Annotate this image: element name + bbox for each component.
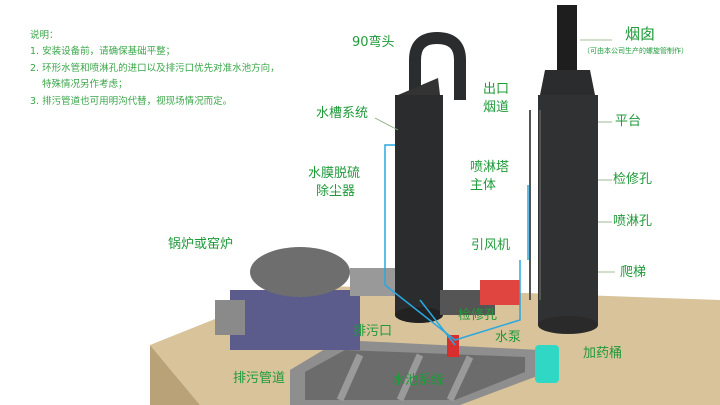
label-chimney-note: （可由本公司生产的螺旋管制作） — [583, 47, 688, 55]
note-item: 3. 排污管道也可用明沟代替，视现场情况而定。 — [30, 96, 233, 107]
spray-tower — [529, 5, 598, 334]
label-drain-outlet: 排污口 — [353, 324, 393, 339]
label-elbow: 90弯头 — [352, 35, 395, 50]
label-outlet-flue-2: 烟道 — [483, 100, 510, 115]
label-scrubber-1: 水膜脱硫 — [308, 166, 361, 181]
boiler — [215, 247, 405, 350]
ground-side — [150, 345, 200, 405]
note-item: 特殊情况另作考虑； — [42, 79, 128, 90]
pool-system — [290, 340, 540, 405]
notes-title: 说明： — [30, 30, 59, 41]
label-scrubber-2: 除尘器 — [316, 184, 356, 199]
note-item: 2. 环形水管和喷淋孔的进口以及排污口优先对准水池方向， — [30, 63, 280, 74]
label-outlet-flue-1: 出口 — [483, 82, 510, 97]
label-drain-pipe: 排污管道 — [233, 371, 286, 386]
label-spray-hole: 喷淋孔 — [613, 214, 653, 229]
label-pump: 水泵 — [495, 330, 522, 345]
label-ladder: 爬梯 — [620, 265, 647, 280]
dosing-tank — [535, 345, 559, 383]
label-fan: 引风机 — [471, 238, 511, 253]
label-boiler: 锅炉或窑炉 — [168, 237, 234, 252]
label-pool-system: 水池系统 — [392, 373, 445, 388]
label-inspection-hole: 检修孔 — [613, 172, 653, 187]
leader-lines — [374, 39, 615, 273]
label-platform: 平台 — [615, 114, 642, 129]
label-spray-tower-1: 喷淋塔 — [470, 160, 510, 175]
label-spray-tower-2: 主体 — [470, 178, 497, 193]
fan — [480, 280, 520, 305]
label-inspection-hole-bottom: 检修孔 — [458, 308, 498, 323]
pump — [447, 335, 459, 357]
note-item: 1. 安装设备前，请确保基础平整； — [30, 46, 176, 57]
label-dosing-tank: 加药桶 — [583, 346, 623, 361]
label-chimney: 烟囱 — [625, 25, 656, 43]
scrubber-tower — [395, 31, 495, 323]
label-water-tank: 水槽系统 — [316, 106, 369, 121]
water-pipes — [384, 144, 529, 346]
